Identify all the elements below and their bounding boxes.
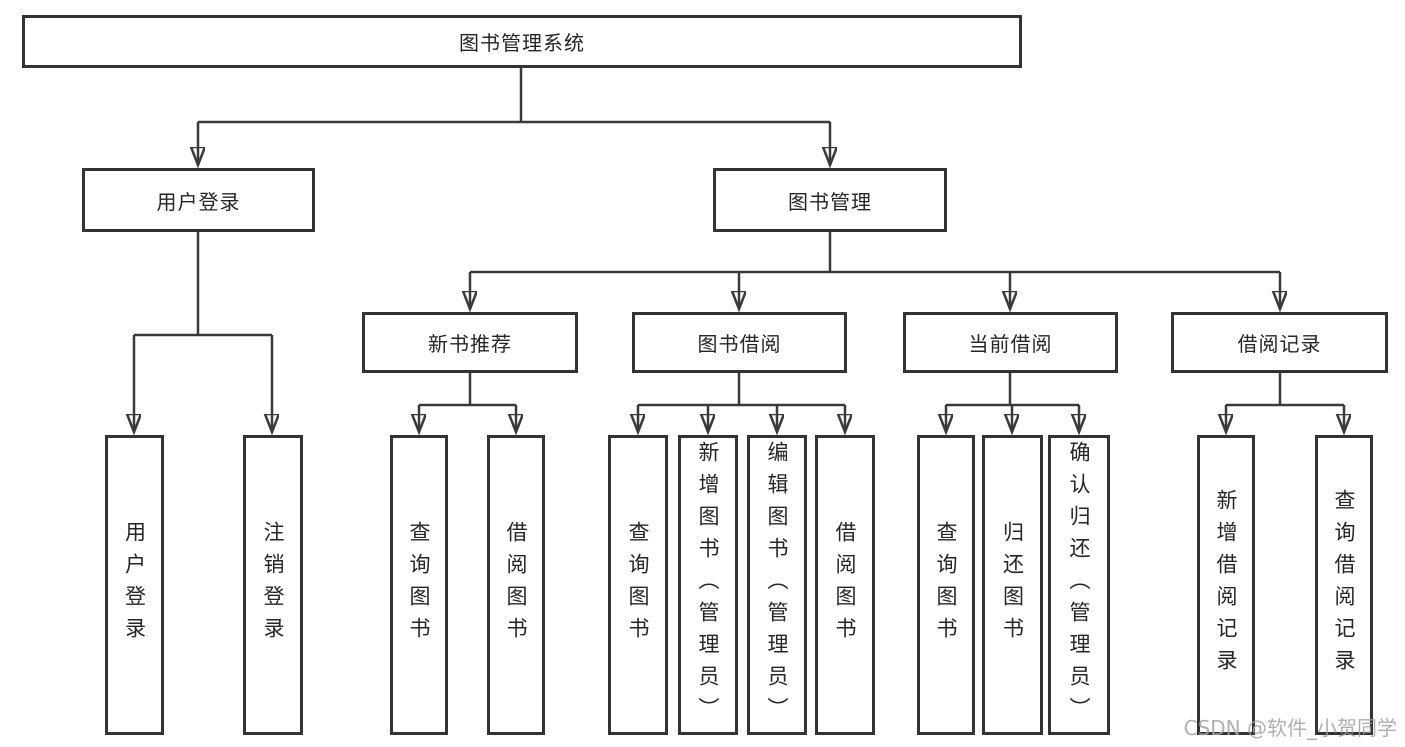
node-borrowing-records: 借阅记录 [1171,312,1388,373]
leaf-label: 编辑图书（管理员） [765,441,789,729]
node-label: 借阅记录 [1237,332,1322,356]
leaf-label: 注销登录 [261,521,285,649]
node-library-management-system: 图书管理系统 [22,15,1022,68]
connector-book-management-children [470,232,1280,308]
leaf-label: 新增图书（管理员） [696,441,720,729]
leaf-return-books: 归还图书 [982,435,1043,735]
leaf-borrow-books-recommend: 借阅图书 [487,435,545,735]
node-label: 用户登录 [156,189,241,214]
connector-new-book-children [419,373,516,431]
connector-borrowing-records-children [1226,373,1344,431]
leaf-label: 用户登录 [122,521,147,649]
node-label: 新书推荐 [428,332,512,356]
leaf-query-books-recommend: 查询图书 [390,435,448,735]
connector-user-login-children [134,232,272,431]
node-label: 图书管理系统 [459,31,585,55]
leaf-query-borrow-record: 查询借阅记录 [1315,435,1373,735]
leaf-label: 新增借阅记录 [1214,489,1238,681]
leaf-confirm-return-admin: 确认归还（管理员） [1048,435,1110,735]
node-book-borrowing: 图书借阅 [632,312,847,373]
node-user-login: 用户登录 [82,168,315,232]
node-label: 当前借阅 [968,332,1053,356]
node-new-book-recommendation: 新书推荐 [362,312,578,373]
leaf-add-book-admin: 新增图书（管理员） [678,435,738,735]
leaf-query-books-current: 查询图书 [917,435,975,735]
connector-book-borrowing-children [638,373,845,431]
node-label: 图书管理 [788,189,872,214]
connector-root-to-level2 [198,68,830,164]
leaf-user-login: 用户登录 [105,435,164,735]
node-book-management: 图书管理 [713,168,947,232]
leaf-label: 查询图书 [934,521,958,649]
leaf-add-borrow-record: 新增借阅记录 [1197,435,1255,735]
leaf-query-books-borrowing: 查询图书 [608,435,668,735]
leaf-label: 查询图书 [407,521,431,649]
leaf-borrow-books-borrowing: 借阅图书 [815,435,875,735]
leaf-label: 查询图书 [626,521,650,649]
connector-current-borrowing-children [946,373,1079,431]
node-label: 图书借阅 [697,332,782,356]
leaf-label: 归还图书 [1000,521,1025,649]
leaf-label: 确认归还（管理员） [1067,441,1091,729]
leaf-label: 借阅图书 [833,521,857,649]
leaf-edit-book-admin: 编辑图书（管理员） [747,435,807,735]
leaf-logout: 注销登录 [243,435,303,735]
node-current-borrowing: 当前借阅 [903,312,1118,373]
leaf-label: 借阅图书 [504,521,528,649]
leaf-label: 查询借阅记录 [1332,489,1356,681]
